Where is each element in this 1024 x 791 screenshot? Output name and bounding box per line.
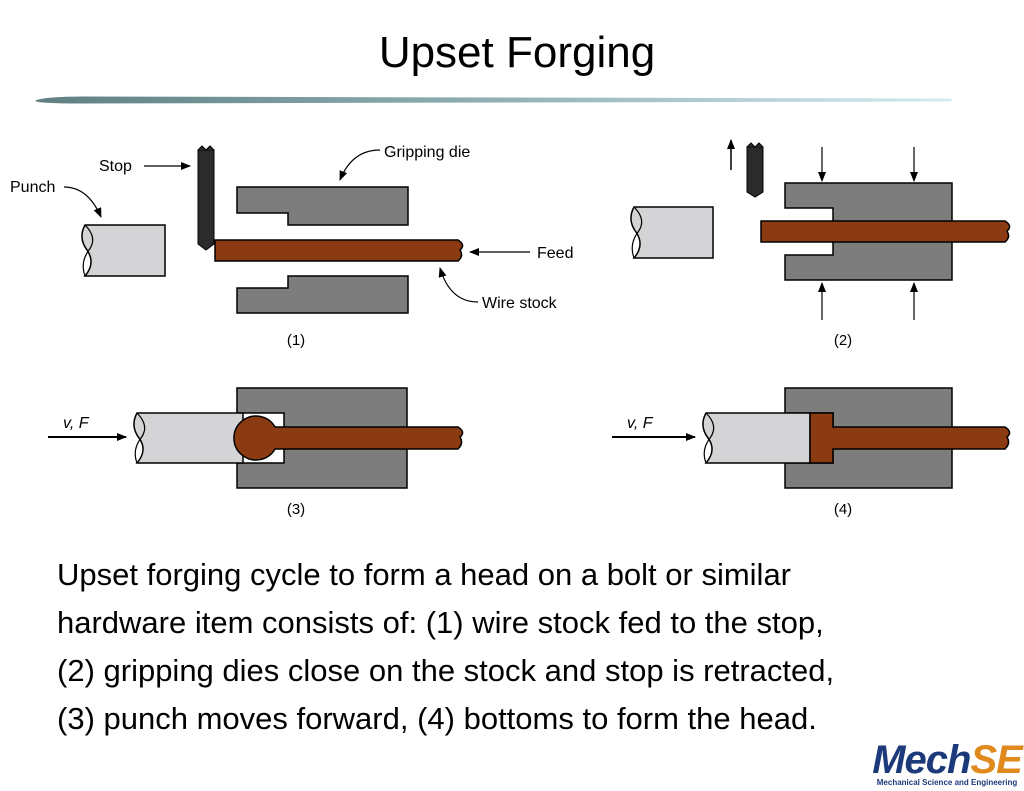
punch-4 <box>702 412 811 464</box>
caption-line-1: Upset forging cycle to form a head on a … <box>57 557 792 592</box>
label-vf-4: v, F <box>627 415 654 432</box>
punch-2 <box>630 206 714 259</box>
wire-stock-1 <box>214 239 464 262</box>
punch-1 <box>81 224 166 277</box>
label-stop: Stop <box>99 158 132 175</box>
stage-2: (2) <box>630 139 1011 349</box>
title-divider <box>35 96 953 104</box>
label-punch: Punch <box>10 179 55 196</box>
wire-stock-3 <box>233 415 464 461</box>
stop-2 <box>746 146 764 198</box>
mechse-logo: MechSE Mechanical Science and Engineerin… <box>872 738 1023 787</box>
step-label-1: (1) <box>287 332 305 349</box>
step-label-2: (2) <box>834 332 852 349</box>
caption-line-3: (2) gripping dies close on the stock and… <box>57 653 835 688</box>
page-title: Upset Forging <box>378 28 656 77</box>
caption-line-4: (3) punch moves forward, (4) bottoms to … <box>57 701 817 736</box>
formed-head-4 <box>809 412 1011 464</box>
logo-word-se: SE <box>970 738 1022 782</box>
step-label-4: (4) <box>834 501 852 518</box>
lower-gripping-die-1 <box>236 275 409 314</box>
label-vf-3: v, F <box>63 415 90 432</box>
logo-subtitle: Mechanical Science and Engineering <box>876 778 1018 787</box>
stop-1 <box>197 149 215 251</box>
upset-forging-diagram: Stop Punch Gripping die Feed Wire stock … <box>10 139 1011 518</box>
stage-4: v, F (4) <box>612 387 1011 518</box>
stage-1: Stop Punch Gripping die Feed Wire stock … <box>10 144 573 349</box>
punch-3 <box>133 412 244 464</box>
label-feed: Feed <box>537 245 573 262</box>
step-label-3: (3) <box>287 501 305 518</box>
wire-stock-2 <box>760 220 1011 243</box>
caption: Upset forging cycle to form a head on a … <box>57 551 997 743</box>
logo-word-mech: Mech <box>872 738 971 782</box>
stage-3: v, F (3) <box>48 387 464 518</box>
label-gripping-die: Gripping die <box>384 144 470 161</box>
upper-gripping-die-1 <box>236 186 409 226</box>
label-wire-stock: Wire stock <box>482 295 558 312</box>
caption-line-2: hardware item consists of: (1) wire stoc… <box>57 605 824 640</box>
